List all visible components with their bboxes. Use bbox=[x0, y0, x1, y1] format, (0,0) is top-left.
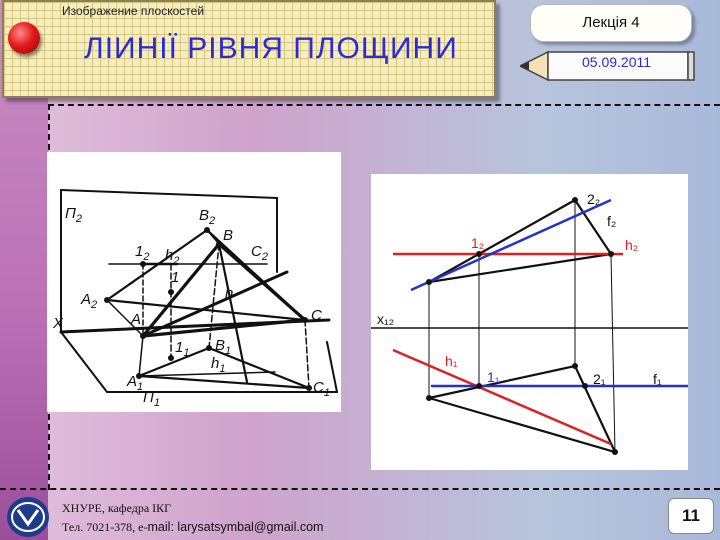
axonometric-figure-panel: П2 X A2 A A1 B2 B B1 C2 C C1 h h2 h1 1 1… bbox=[47, 152, 341, 412]
svg-text:11: 11 bbox=[175, 339, 189, 359]
footer-email[interactable]: : larysatsymbal@gmail.com bbox=[170, 520, 324, 534]
svg-text:C: C bbox=[311, 307, 322, 324]
svg-text:1₁: 1₁ bbox=[487, 369, 500, 385]
svg-text:B: B bbox=[223, 227, 233, 244]
svg-text:12: 12 bbox=[135, 243, 149, 263]
svg-text:X: X bbox=[52, 315, 64, 332]
frontal-front-projection bbox=[410, 198, 612, 292]
svg-text:x₁₂: x₁₂ bbox=[377, 311, 394, 327]
red-bullet-icon bbox=[8, 22, 40, 54]
svg-text:1: 1 bbox=[171, 269, 179, 286]
projection-figure-panel: 2₂ f₂ 1₂ h₂ x₁₂ h₁ 1₁ 2₁ f₁ bbox=[371, 174, 688, 470]
svg-text:B2: B2 bbox=[199, 207, 215, 227]
lecture-label: Лекція 4 bbox=[530, 4, 692, 42]
slide-title: ЛІИНІЇ РІВНЯ ПЛОЩИНИ bbox=[84, 32, 458, 65]
horizontal-top-projection bbox=[392, 348, 612, 446]
lecture-date: 05.09.2011 bbox=[582, 54, 652, 70]
subject-caption: Изображение плоскостей bbox=[62, 4, 205, 18]
svg-text:B1: B1 bbox=[215, 337, 231, 357]
svg-text:A: A bbox=[130, 311, 141, 328]
svg-text:h2: h2 bbox=[165, 247, 179, 267]
svg-text:П2: П2 bbox=[65, 205, 82, 225]
page-number: 11 bbox=[668, 498, 714, 534]
axonometric-figure: П2 X A2 A A1 B2 B B1 C2 C C1 h h2 h1 1 1… bbox=[52, 189, 338, 409]
svg-text:П1: П1 bbox=[143, 389, 160, 409]
footer-phone: Тел. 7021-378, е- bbox=[62, 520, 148, 534]
title-banner: Изображение плоскостей ЛІИНІЇ РІВНЯ ПЛОЩ… bbox=[2, 0, 496, 98]
pencil-icon bbox=[520, 50, 695, 82]
svg-text:2₁: 2₁ bbox=[593, 371, 606, 387]
svg-text:C2: C2 bbox=[251, 243, 268, 263]
svg-text:h₂: h₂ bbox=[625, 237, 638, 253]
svg-text:h₁: h₁ bbox=[445, 353, 458, 369]
svg-text:C1: C1 bbox=[313, 379, 330, 399]
footer-contacts: Тел. 7021-378, е-mail: larysatsymbal@gma… bbox=[62, 520, 323, 535]
university-logo bbox=[7, 497, 49, 537]
svg-text:f₂: f₂ bbox=[607, 213, 616, 229]
divider-bottom bbox=[0, 488, 720, 490]
divider-top bbox=[48, 104, 720, 106]
svg-text:A2: A2 bbox=[80, 291, 97, 311]
footer-organization: ХНУРЕ, кафедра ІКГ bbox=[62, 501, 172, 515]
svg-text:2₂: 2₂ bbox=[587, 191, 600, 207]
footer-mail-label: mail bbox=[147, 520, 171, 534]
svg-text:A1: A1 bbox=[126, 373, 143, 393]
svg-text:f₁: f₁ bbox=[653, 371, 662, 387]
svg-text:h: h bbox=[225, 285, 233, 302]
svg-text:h1: h1 bbox=[211, 355, 225, 375]
projection-figure: 2₂ f₂ 1₂ h₂ x₁₂ h₁ 1₁ 2₁ f₁ bbox=[371, 191, 688, 455]
svg-text:1₂: 1₂ bbox=[471, 235, 484, 251]
